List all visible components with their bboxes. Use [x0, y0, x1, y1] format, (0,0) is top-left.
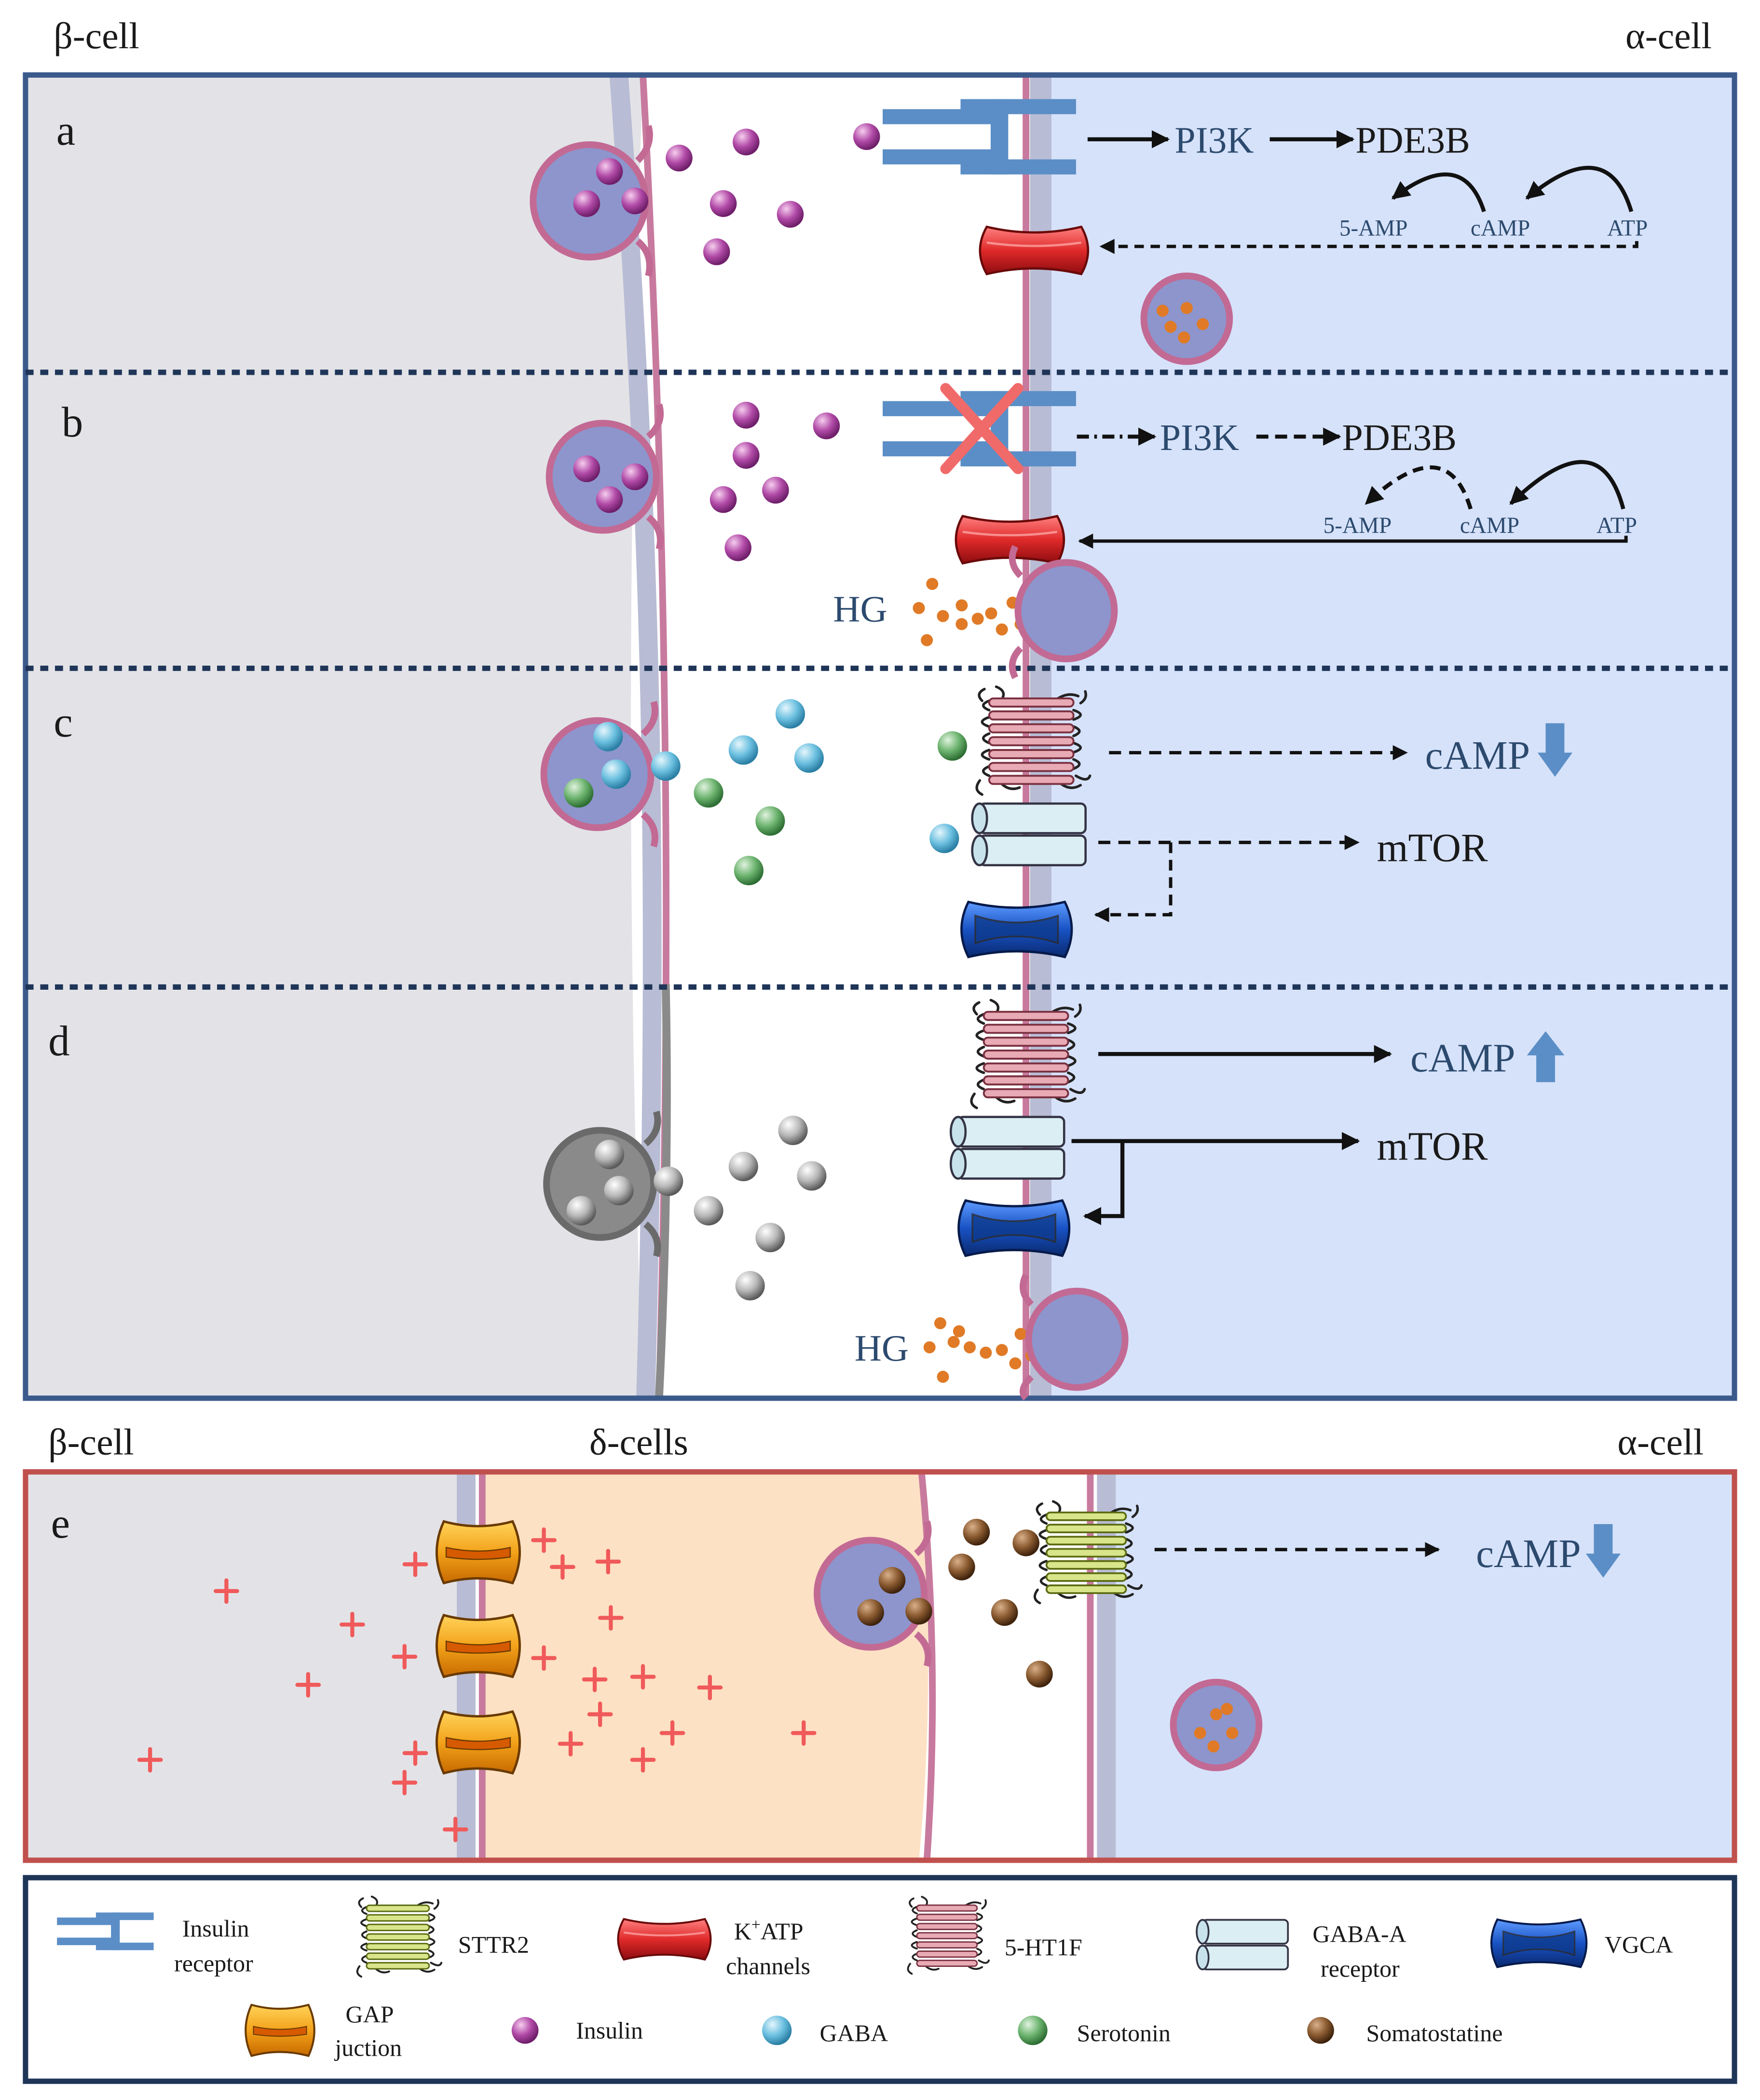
- glucose-dots-d: [923, 1317, 1037, 1383]
- glucagon-granule-a: [1140, 273, 1233, 365]
- camp-down-arrow-e: [1585, 1524, 1621, 1578]
- legend-gaba-icon: [762, 2016, 792, 2045]
- legend-gaba-label: GABA: [820, 2019, 888, 2046]
- legend-ht1f-icon: [908, 1897, 989, 1974]
- legend-gap-line1: GAP: [346, 2001, 394, 2028]
- beta-cell-header: β-cell: [54, 15, 139, 56]
- beta-cell-region: [25, 75, 643, 1398]
- gap-junction-1: [437, 1521, 519, 1583]
- legend-insulin-receptor-line1: Insulin: [182, 1915, 249, 1942]
- legend: Insulin receptor STTR2 K+ATP channels 5-…: [23, 1875, 1737, 2084]
- panel-a: a PI3K PDE3B 5-AMP cAMP ATP: [56, 99, 1648, 365]
- camp-label-e: cAMP: [1476, 1532, 1581, 1576]
- delta-cell-region: [485, 1472, 928, 1860]
- arrow-atp-camp-a: [1525, 165, 1634, 212]
- somatostatin-granules-e: [857, 1518, 1053, 1688]
- legend-ht1f-label: 5-HT1F: [1005, 1934, 1082, 1961]
- vgca-channel-d: [959, 1200, 1069, 1256]
- delta-vesicle-e: [814, 1520, 932, 1667]
- pi3k-label-b: PI3K: [1160, 417, 1239, 458]
- atp-label-a: ATP: [1607, 216, 1648, 241]
- mtor-label-c: mTOR: [1377, 826, 1488, 870]
- legend-serotonin-label: Serotonin: [1077, 2019, 1171, 2046]
- alpha-cell-region-e: [1098, 1472, 1735, 1860]
- plus-ions: [137, 1527, 817, 1842]
- camp-small-label-b: cAMP: [1460, 513, 1519, 538]
- legend-sttr2-label: STTR2: [458, 1931, 529, 1958]
- pde3b-label-b: PDE3B: [1342, 417, 1457, 458]
- legend-gap-icon: [246, 2005, 314, 2056]
- amp5-label-a: 5-AMP: [1339, 216, 1408, 241]
- mtor-label-d: mTOR: [1377, 1125, 1488, 1169]
- amp5-label-b: 5-AMP: [1323, 513, 1392, 538]
- legend-serotonin-icon: [1018, 2016, 1048, 2045]
- panel-a-letter: a: [56, 107, 75, 154]
- legend-gaba-a-line1: GABA-A: [1312, 1920, 1406, 1947]
- pi3k-label-a: PI3K: [1174, 120, 1254, 161]
- panel-b: b PI3K PDE3B 5-AMP cAMP ATP: [62, 383, 1637, 680]
- alpha-vesicle-b: [1009, 545, 1118, 680]
- alpha-vesicle-d: [1020, 1273, 1129, 1401]
- legend-sttr2-icon: [357, 1896, 441, 1977]
- vgca-channel-c: [961, 902, 1071, 957]
- pde3b-label-a: PDE3B: [1355, 120, 1470, 161]
- ht1f-receptor-d: [971, 1000, 1085, 1108]
- katp-channel-a: [980, 227, 1088, 274]
- hg-label-b: HG: [833, 588, 887, 629]
- gap-junction-3: [437, 1712, 519, 1773]
- beta-cell-region-e: [25, 1472, 468, 1860]
- gaba-granules-c: [593, 699, 959, 853]
- insulin-granules-b: [573, 402, 840, 561]
- legend-insulin-receptor-line2: receptor: [174, 1950, 253, 1977]
- gray-granules-d: [566, 1116, 827, 1301]
- camp-label-c: cAMP: [1425, 734, 1530, 778]
- legend-gap-line2: juction: [334, 2034, 402, 2061]
- legend-insulin-label: Insulin: [576, 2017, 643, 2044]
- arrow-gaba-vgca-c: [1094, 842, 1173, 923]
- legend-somatostatin-label: Somatostatine: [1366, 2019, 1502, 2046]
- insulin-granules-a: [573, 123, 880, 265]
- legend-gaba-a-line2: receptor: [1321, 1955, 1400, 1982]
- panel-c-letter: c: [54, 699, 72, 746]
- alpha-cell-header-e: α-cell: [1617, 1421, 1704, 1463]
- legend-insulin-icon: [511, 2017, 539, 2044]
- legend-katp-icon: [617, 1918, 712, 1961]
- panel-e: e: [23, 1469, 1737, 1863]
- legend-vgca-label: VGCA: [1605, 1931, 1673, 1958]
- legend-somatostatin-icon: [1307, 2017, 1334, 2044]
- camp-label-d: cAMP: [1410, 1036, 1515, 1080]
- arrow-camp-5amp-a: [1392, 172, 1486, 213]
- alpha-cell-region: [1038, 75, 1735, 1398]
- serotonin-granules-c: [564, 731, 967, 886]
- arrow-camp-5amp-b: [1364, 465, 1473, 510]
- panel-d: d cAMP mTOR HG: [48, 1000, 1565, 1401]
- arrow-atp-katp-dashed-a: [1099, 239, 1638, 254]
- panel-b-letter: b: [62, 399, 83, 446]
- legend-vgca-icon: [1491, 1920, 1586, 1967]
- camp-down-arrow-c: [1537, 723, 1573, 777]
- panel-c: c cAMP mTOR: [54, 687, 1573, 957]
- glucagon-granule-e: [1170, 1678, 1263, 1772]
- camp-up-arrow-d: [1527, 1031, 1565, 1082]
- arrow-gaba-vgca-d: [1083, 1141, 1125, 1226]
- sttr2-receptor-e: [1035, 1501, 1141, 1603]
- gap-junction-2: [437, 1615, 519, 1677]
- arrow-atp-camp-b: [1509, 460, 1625, 510]
- panel-e-letter: e: [51, 1500, 70, 1547]
- beta-cell-header-e: β-cell: [48, 1421, 134, 1463]
- ht1f-receptor-c: [977, 687, 1090, 795]
- blocked-x-icon: [940, 383, 1023, 474]
- panel-d-letter: d: [48, 1018, 69, 1065]
- hg-label-d: HG: [855, 1327, 909, 1369]
- alpha-cell-header: α-cell: [1625, 15, 1712, 56]
- legend-katp-line2: channels: [726, 1952, 810, 1979]
- legend-katp-line1: K+ATP: [734, 1916, 804, 1944]
- arrow-atp-katp-solid-b: [1078, 533, 1628, 549]
- atp-label-b: ATP: [1596, 513, 1637, 538]
- delta-cells-header: δ-cells: [589, 1421, 688, 1463]
- camp-small-label-a: cAMP: [1471, 216, 1530, 241]
- beta-vesicle-b: [546, 403, 664, 550]
